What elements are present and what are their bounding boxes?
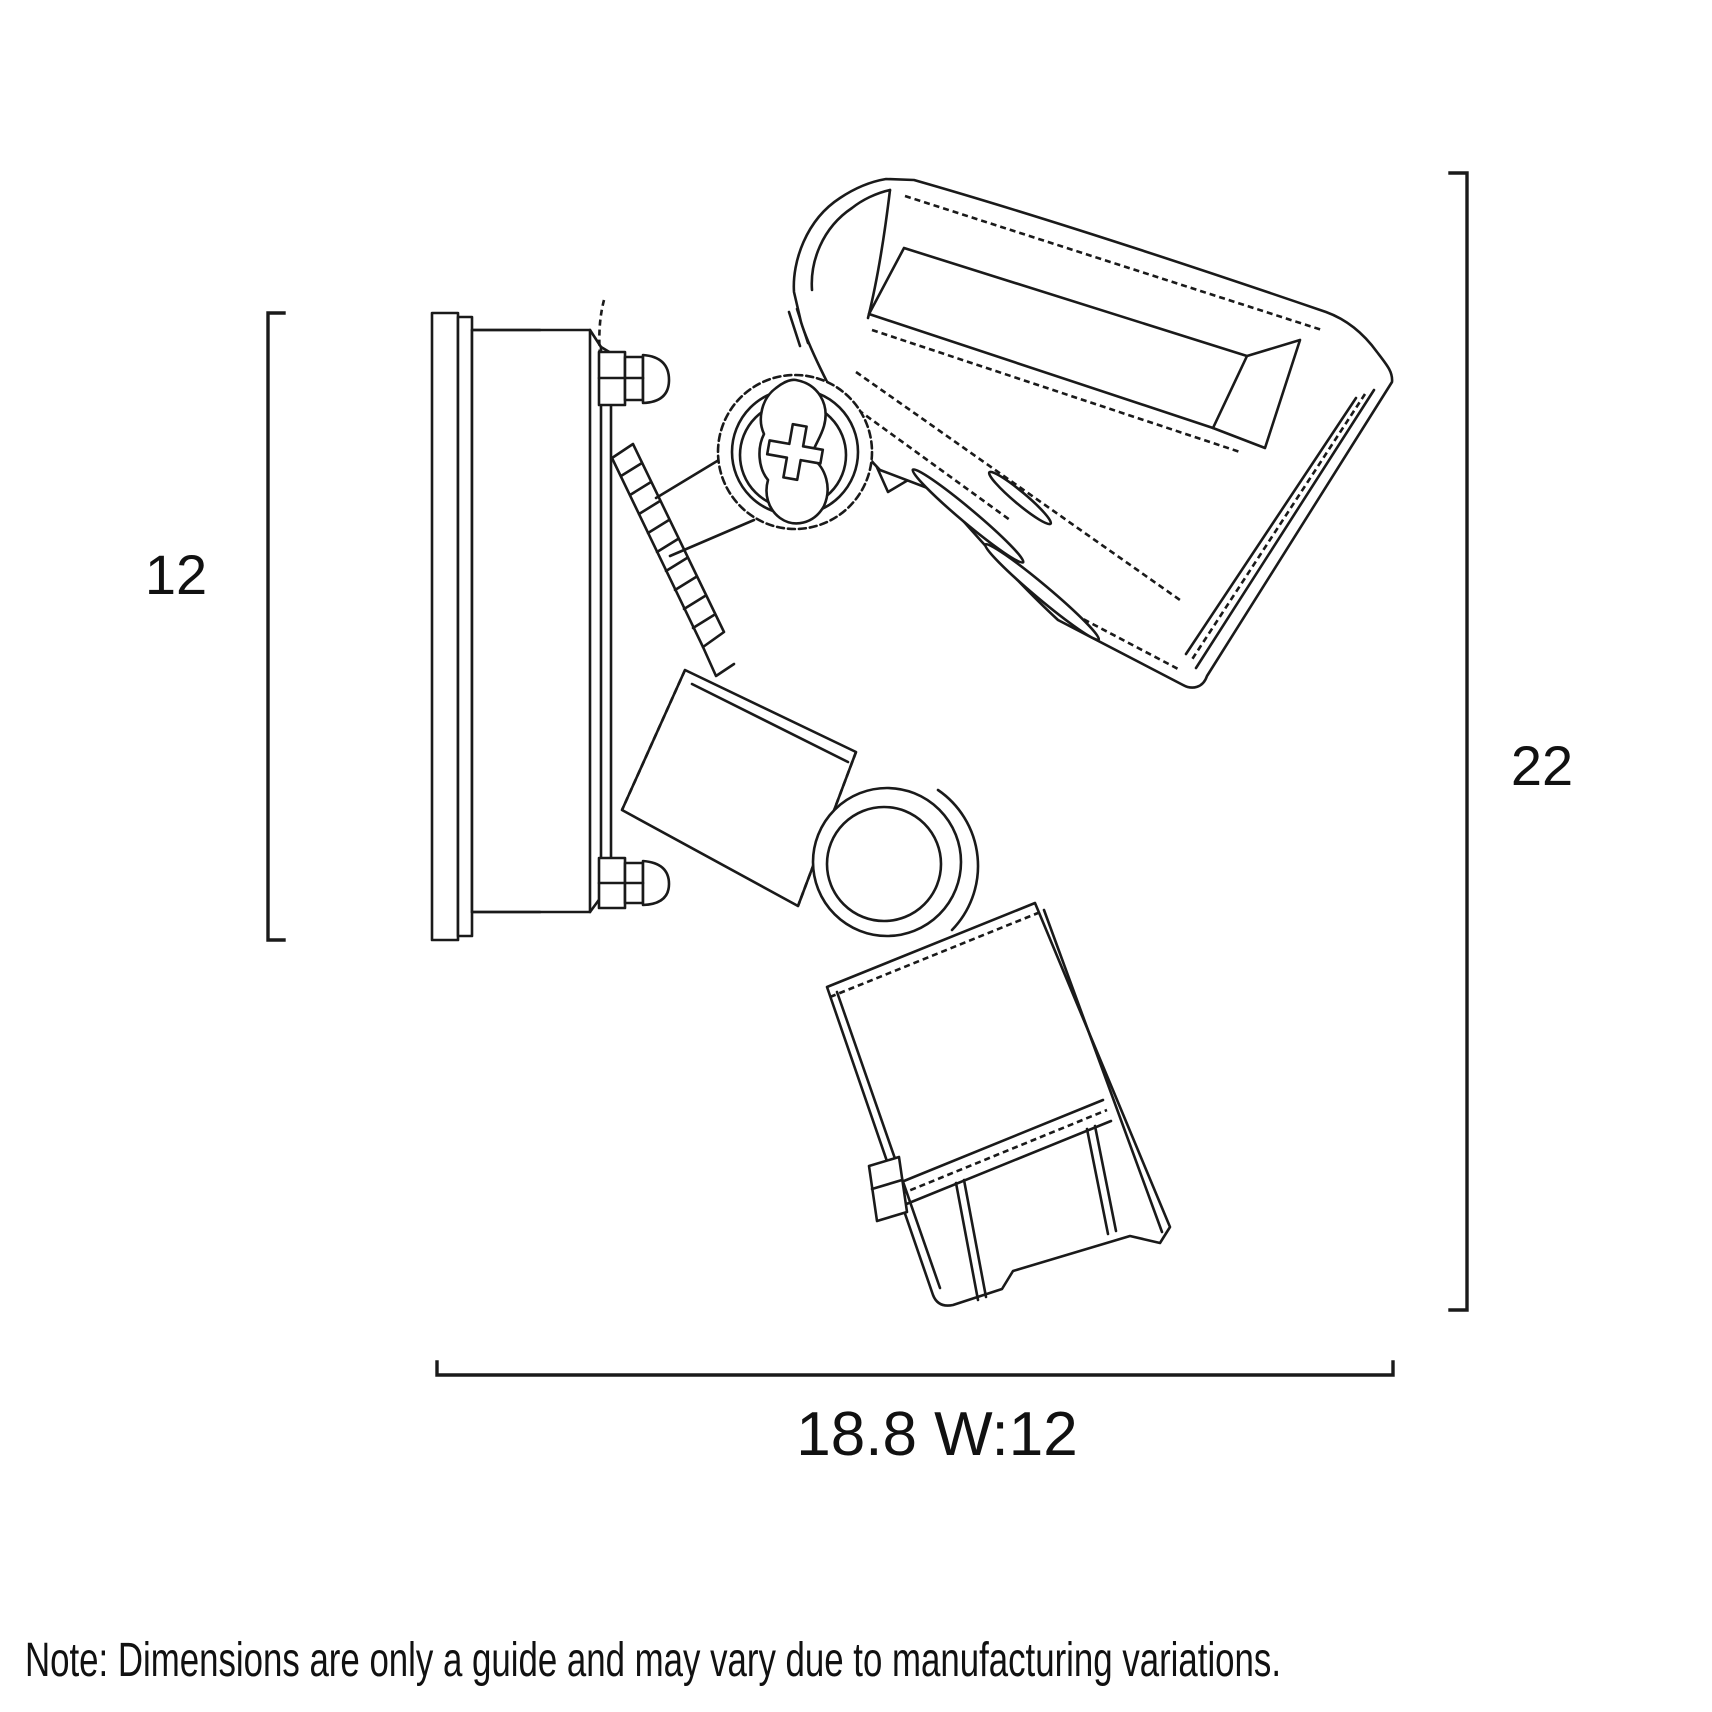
sensor-side-tab bbox=[867, 1155, 909, 1223]
dimension-left: 12 bbox=[145, 311, 286, 942]
bottom-latch-clip bbox=[597, 856, 671, 910]
pivot-arm bbox=[620, 668, 858, 908]
spotlight-head bbox=[792, 177, 1394, 689]
head-dome bbox=[810, 188, 892, 292]
top-latch-clip bbox=[597, 350, 671, 407]
dimension-bottom-label: 18.8 W:12 bbox=[796, 1400, 1077, 1469]
dimension-right-bracket bbox=[1448, 171, 1469, 1312]
dimension-left-label: 12 bbox=[145, 543, 207, 606]
dimension-bottom: 18.8 W:12 bbox=[435, 1360, 1395, 1469]
head-top-panel bbox=[867, 246, 1302, 450]
dimension-left-bracket bbox=[266, 311, 286, 942]
head-vent-slots bbox=[911, 468, 1101, 642]
dimension-right: 22 bbox=[1448, 171, 1573, 1312]
wall-mounting-plate bbox=[430, 299, 614, 942]
knurled-lock-strip bbox=[610, 442, 736, 678]
dimension-right-label: 22 bbox=[1511, 734, 1573, 797]
elbow-cylinder bbox=[811, 786, 980, 938]
motion-sensor bbox=[825, 901, 1172, 1307]
ball-joint bbox=[716, 373, 874, 531]
dimension-bottom-bracket bbox=[435, 1360, 1395, 1377]
footer-note: Note: Dimensions are only a guide and ma… bbox=[25, 1634, 1281, 1687]
head-top-rim bbox=[904, 194, 1323, 332]
phillips-screw-icon bbox=[765, 422, 825, 482]
